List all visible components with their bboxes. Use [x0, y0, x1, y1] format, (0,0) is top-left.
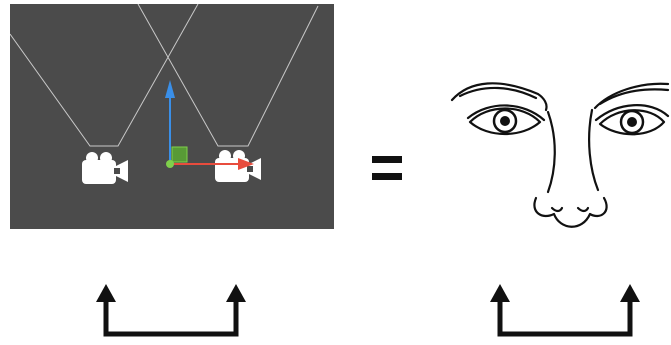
x-axis-arrow-icon[interactable]: [238, 158, 254, 170]
gizmo-origin[interactable]: [166, 160, 174, 168]
right-eyebrow-lower: [598, 88, 670, 106]
double-up-arrow-bracket-icon: [490, 284, 640, 337]
scene-view-canvas: [10, 4, 319, 184]
equals-bottom-bar: [372, 173, 402, 180]
transform-gizmo[interactable]: [165, 80, 254, 170]
scene-view-panel: [10, 4, 334, 229]
left-eye-outline: [468, 107, 542, 136]
left-eyebrow: [450, 82, 548, 112]
plane-handle[interactable]: [171, 146, 188, 163]
left-iris: [492, 108, 518, 134]
human-face-icon: [450, 82, 670, 228]
video-camera-icon[interactable]: [82, 152, 128, 184]
right-eye-lid: [594, 104, 670, 122]
right-nostril: [576, 206, 590, 213]
double-up-arrow-bracket-icon: [96, 284, 246, 337]
camera-frustum-lines: [10, 4, 319, 147]
equals-top-bar: [372, 156, 402, 163]
left-eyebrow-lower: [458, 86, 538, 100]
right-camera-frustum: [137, 4, 319, 147]
right-pupil: [627, 117, 637, 127]
nose-right-bridge: [588, 108, 600, 192]
right-eye-outline: [598, 109, 666, 136]
nose-base: [533, 196, 608, 228]
right-iris: [619, 109, 645, 135]
nose-left-bridge: [546, 110, 556, 194]
left-camera-frustum: [10, 4, 199, 147]
left-pupil: [500, 116, 510, 126]
equals-symbol: [372, 156, 402, 182]
left-eye-lid: [466, 104, 546, 122]
y-axis-arrow-icon[interactable]: [165, 80, 175, 98]
left-nostril: [550, 206, 564, 213]
